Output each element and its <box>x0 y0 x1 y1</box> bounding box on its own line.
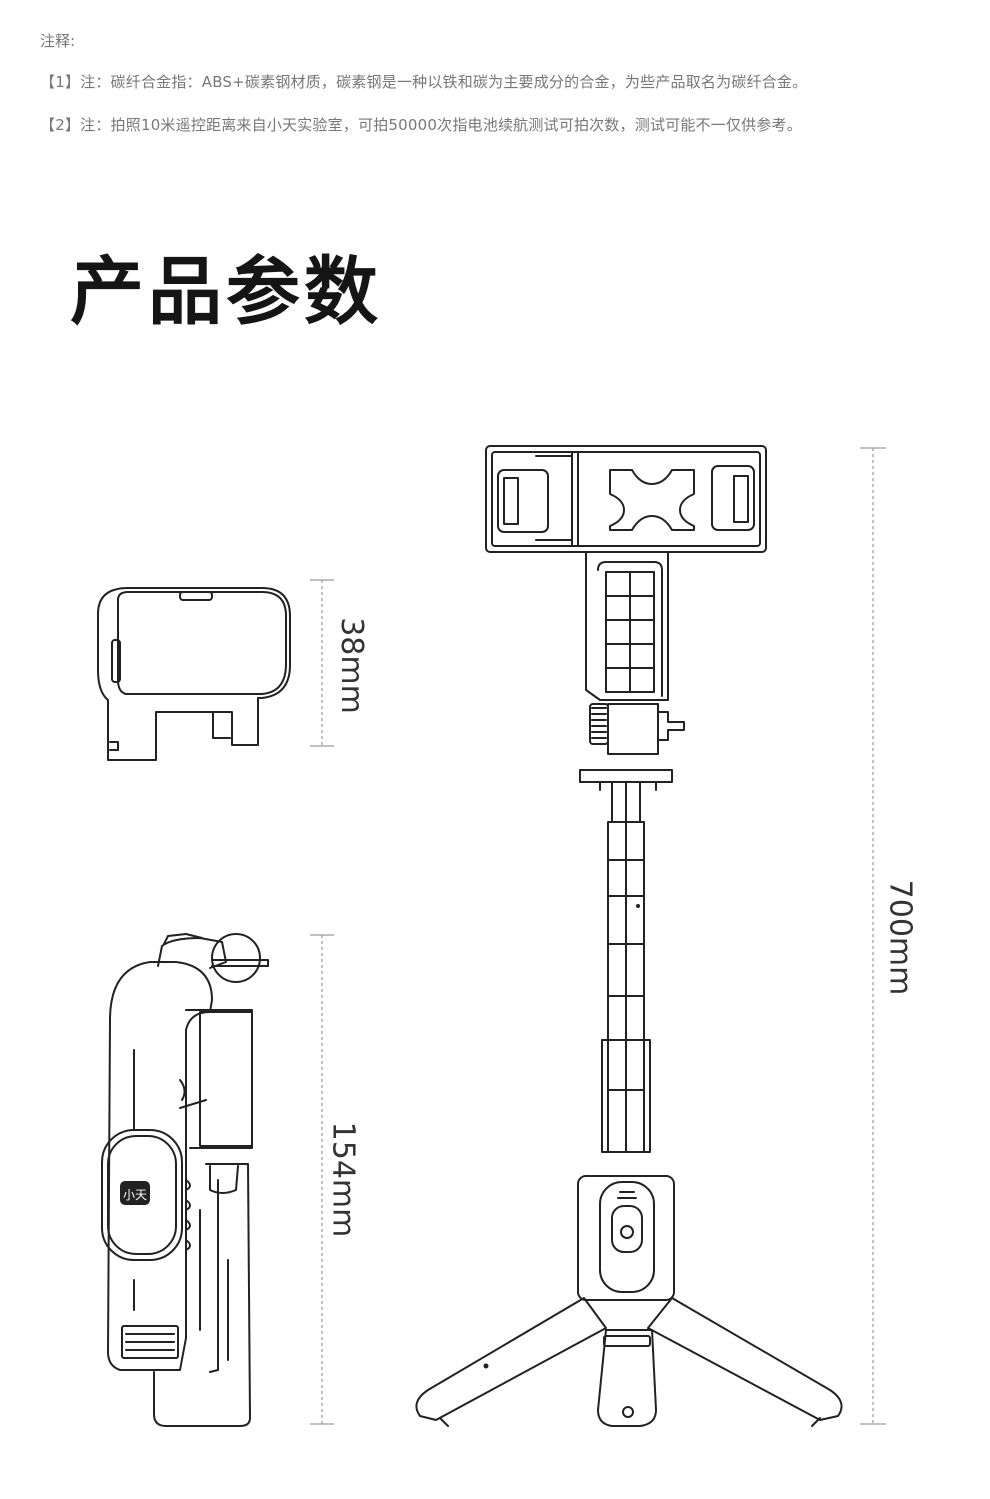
folded-selfie-stick-illustration <box>101 933 269 1427</box>
notes-section: 注释: 【1】注：碳纤合金指：ABS+碳素钢材质，碳素钢是一种以铁和碳为主要成分… <box>40 30 970 157</box>
extended-tripod-illustration <box>415 445 843 1427</box>
note-1: 【1】注：碳纤合金指：ABS+碳素钢材质，碳素钢是一种以铁和碳为主要成分的合金，… <box>40 73 808 91</box>
note-2: 【2】注：拍照10米遥控距离来自小天实验室，可拍50000次指电池续航测试可拍次… <box>40 116 802 134</box>
page-title: 产品参数 <box>70 249 382 335</box>
notes-heading: 注释: <box>40 32 76 50</box>
remote-control-illustration <box>97 587 291 761</box>
brand-logo: 小天 <box>123 1188 147 1202</box>
